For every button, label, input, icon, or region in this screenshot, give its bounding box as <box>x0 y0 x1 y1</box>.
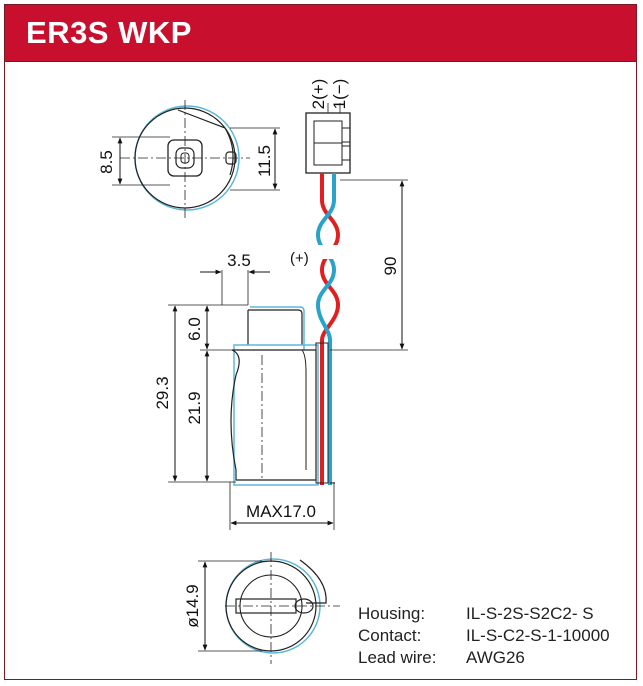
header-bar: ER3S WKP <box>4 4 637 62</box>
pin2-label: 2(+) <box>309 79 328 110</box>
bottom-terminal <box>235 598 297 614</box>
dim-max-width: MAX17.0 <box>246 502 316 521</box>
bottom-view: ø14.9 <box>183 552 340 664</box>
dim-diameter: ø14.9 <box>183 584 202 627</box>
spec-value: AWG26 <box>466 648 525 667</box>
dim-top-section: 6.0 <box>185 317 204 341</box>
spec-value: IL-S-C2-S-1-10000 <box>466 626 610 645</box>
dim-top-view-height: 11.5 <box>255 145 274 177</box>
dim-terminal-width: 3.5 <box>227 251 251 270</box>
spec-label: Housing: <box>358 604 426 623</box>
side-view: 3.5 29.3 6.0 21.9 MAX17.0 <box>153 251 335 530</box>
top-view-tab <box>177 109 234 176</box>
connector: 2(+) 1(−) <box>305 79 351 174</box>
spec-label: Contact: <box>358 626 422 645</box>
dim-overall-height: 29.3 <box>153 376 172 409</box>
lead-wires: (+) 90 <box>290 173 408 485</box>
terminal-tab <box>248 309 303 345</box>
product-title: ER3S WKP <box>26 15 192 50</box>
spec-label: Lead wire: <box>358 648 437 667</box>
top-view: 8.5 11.5 <box>97 100 280 218</box>
dim-top-view-width: 8.5 <box>97 150 116 174</box>
wire-blue <box>315 173 337 485</box>
dim-body-height: 21.9 <box>185 391 204 424</box>
pin1-label: 1(−) <box>330 79 349 110</box>
cell-body <box>230 349 317 481</box>
wire-red <box>319 173 341 485</box>
dim-wire-length: 90 <box>381 257 400 276</box>
positive-marker: (+) <box>290 250 309 267</box>
spec-value: IL-S-2S-S2C2- S <box>466 604 594 623</box>
